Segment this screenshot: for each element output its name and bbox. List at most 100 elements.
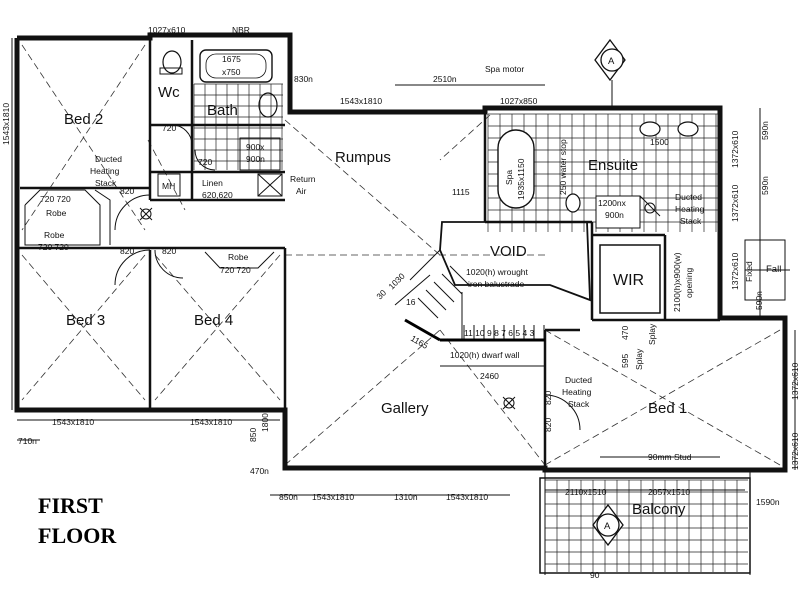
- room-bath: Bath: [207, 102, 238, 119]
- label-fall: Fall: [766, 264, 781, 275]
- label-ducted-g-3: Stack: [568, 399, 590, 409]
- label-ducted-e-3: Stack: [680, 216, 702, 226]
- label-590-a: 590n: [760, 121, 770, 140]
- label-820-d: 820: [543, 391, 553, 405]
- label-bath-720: 720: [198, 157, 212, 167]
- right-projection: [744, 239, 790, 301]
- room-rumpus: Rumpus: [335, 149, 391, 166]
- label-balust-2: iron balustrade: [468, 279, 525, 289]
- plan-title-line1: FIRST: [38, 493, 103, 518]
- label-ducted-e-1: Ducted: [675, 192, 702, 202]
- room-bed1: Bed 1: [648, 400, 687, 417]
- label-ducted-g-1: Ducted: [565, 375, 592, 385]
- label-win-c: 1372x610: [730, 252, 740, 290]
- room-wir: WIR: [613, 272, 644, 289]
- label-ens-shower-2: 900n: [605, 210, 624, 220]
- label-820-b: 820: [120, 246, 134, 256]
- label-robe-b-dim: 720 720: [38, 242, 69, 252]
- label-bottom-b: 1543x1810: [190, 417, 232, 427]
- exterior-walls: [14, 32, 788, 473]
- label-ducted-1: Ducted: [95, 154, 122, 164]
- label-bottom-a: 1543x1810: [52, 417, 94, 427]
- label-bath-tub2: x750: [222, 67, 241, 77]
- section-a-top: A: [608, 56, 615, 67]
- label-window-top: 1543x1810: [340, 96, 382, 106]
- room-bed2: Bed 2: [64, 111, 103, 128]
- label-ducted-3: Stack: [95, 178, 117, 188]
- section-marker-top: A: [594, 38, 626, 108]
- room-balcony: Balcony: [632, 501, 686, 518]
- label-820-a: 820: [120, 186, 134, 196]
- label-shower2: 900n: [246, 154, 265, 164]
- label-stair-dim-2: 30: [374, 287, 388, 301]
- label-top-window-2: NBR: [232, 25, 250, 35]
- label-dim-2510: 2510n: [433, 74, 457, 84]
- label-win-b: 1372x610: [730, 184, 740, 222]
- room-bed4: Bed 4: [194, 312, 233, 329]
- room-wc: Wc: [158, 84, 180, 101]
- label-595: 595: [620, 354, 630, 368]
- label-splay-1: Splay: [634, 348, 644, 370]
- label-470-b: 470n: [250, 466, 269, 476]
- label-linen-2: 620,620: [202, 190, 233, 200]
- stair-tread: [433, 281, 455, 303]
- stair-tread: [441, 273, 463, 295]
- label-2460: 2460: [480, 371, 499, 381]
- label-fixed: Fixed: [744, 261, 754, 282]
- label-right-b: 1372x610: [790, 432, 800, 470]
- label-1800: 1800: [260, 413, 270, 432]
- label-linen-1: Linen: [202, 178, 223, 188]
- label-470: 470: [620, 326, 630, 340]
- stair-tread: [449, 265, 471, 287]
- label-bath-tub: 1675: [222, 54, 241, 64]
- heating-stacks: [139, 202, 656, 410]
- label-stair-16: 16: [406, 297, 416, 307]
- balcony-outline: [544, 470, 751, 575]
- label-return-1: Return: [290, 174, 316, 184]
- label-bottom-d: 1543x1810: [446, 492, 488, 502]
- bath-tiles: [193, 83, 283, 170]
- door-swings: [114, 124, 581, 431]
- fixtures: [157, 49, 699, 314]
- label-wir-opening-1: 2100(h)x900(w): [672, 252, 682, 312]
- label-590-c: 590n: [754, 291, 764, 310]
- label-1500: 1500: [650, 137, 669, 147]
- label-820-e: 820: [543, 418, 553, 432]
- interior-walls: [17, 38, 720, 468]
- label-bottom-c: 1543x1810: [312, 492, 354, 502]
- label-1590: 1590n: [756, 497, 780, 507]
- label-robe-c-dim: 720 720: [220, 265, 251, 275]
- room-bed3: Bed 3: [66, 312, 105, 329]
- label-590-b: 590n: [760, 176, 770, 195]
- label-mh: MH: [162, 181, 175, 191]
- room-labels: Bed 2 Wc Bath Rumpus Ensuite VOID WIR Be…: [64, 84, 687, 518]
- label-splay-2: Splay: [647, 323, 657, 345]
- label-ens-shower-1: 1200nx: [598, 198, 627, 208]
- label-balust-1: 1020(h) wrought: [466, 267, 529, 277]
- label-stair-dim-1: 1030: [386, 271, 407, 292]
- label-stair-nums: 11 10 9 8 7 6 5 4 3: [464, 328, 535, 338]
- label-ducted-g-2: Heating: [562, 387, 592, 397]
- section-a-bottom: A: [604, 521, 611, 532]
- stair-tread: [425, 289, 447, 311]
- label-ducted-e-2: Heating: [675, 204, 705, 214]
- label-win-a: 1372x610: [730, 130, 740, 168]
- label-1310: 1310n: [394, 492, 418, 502]
- label-850-v: 850: [248, 428, 258, 442]
- label-window-1027: 1027x850: [500, 96, 538, 106]
- label-820-c: 820: [162, 246, 176, 256]
- label-stud: 90mm Stud: [648, 452, 692, 462]
- plan-title-line2: FLOOR: [38, 523, 117, 548]
- robes: [24, 189, 275, 269]
- label-spa-motor: Spa motor: [485, 64, 524, 74]
- label-ducted-2: Heating: [90, 166, 120, 176]
- label-spa-2: 1935x1150: [516, 158, 526, 200]
- balcony-tiles: [539, 477, 751, 574]
- room-ensuite: Ensuite: [588, 157, 638, 174]
- label-850-h: 850n: [279, 492, 298, 502]
- label-bottom-90: 90: [590, 570, 600, 580]
- label-top-window-1: 1027x610: [148, 25, 186, 35]
- ceiling-dashes: [21, 44, 781, 466]
- void-stair: [394, 221, 591, 367]
